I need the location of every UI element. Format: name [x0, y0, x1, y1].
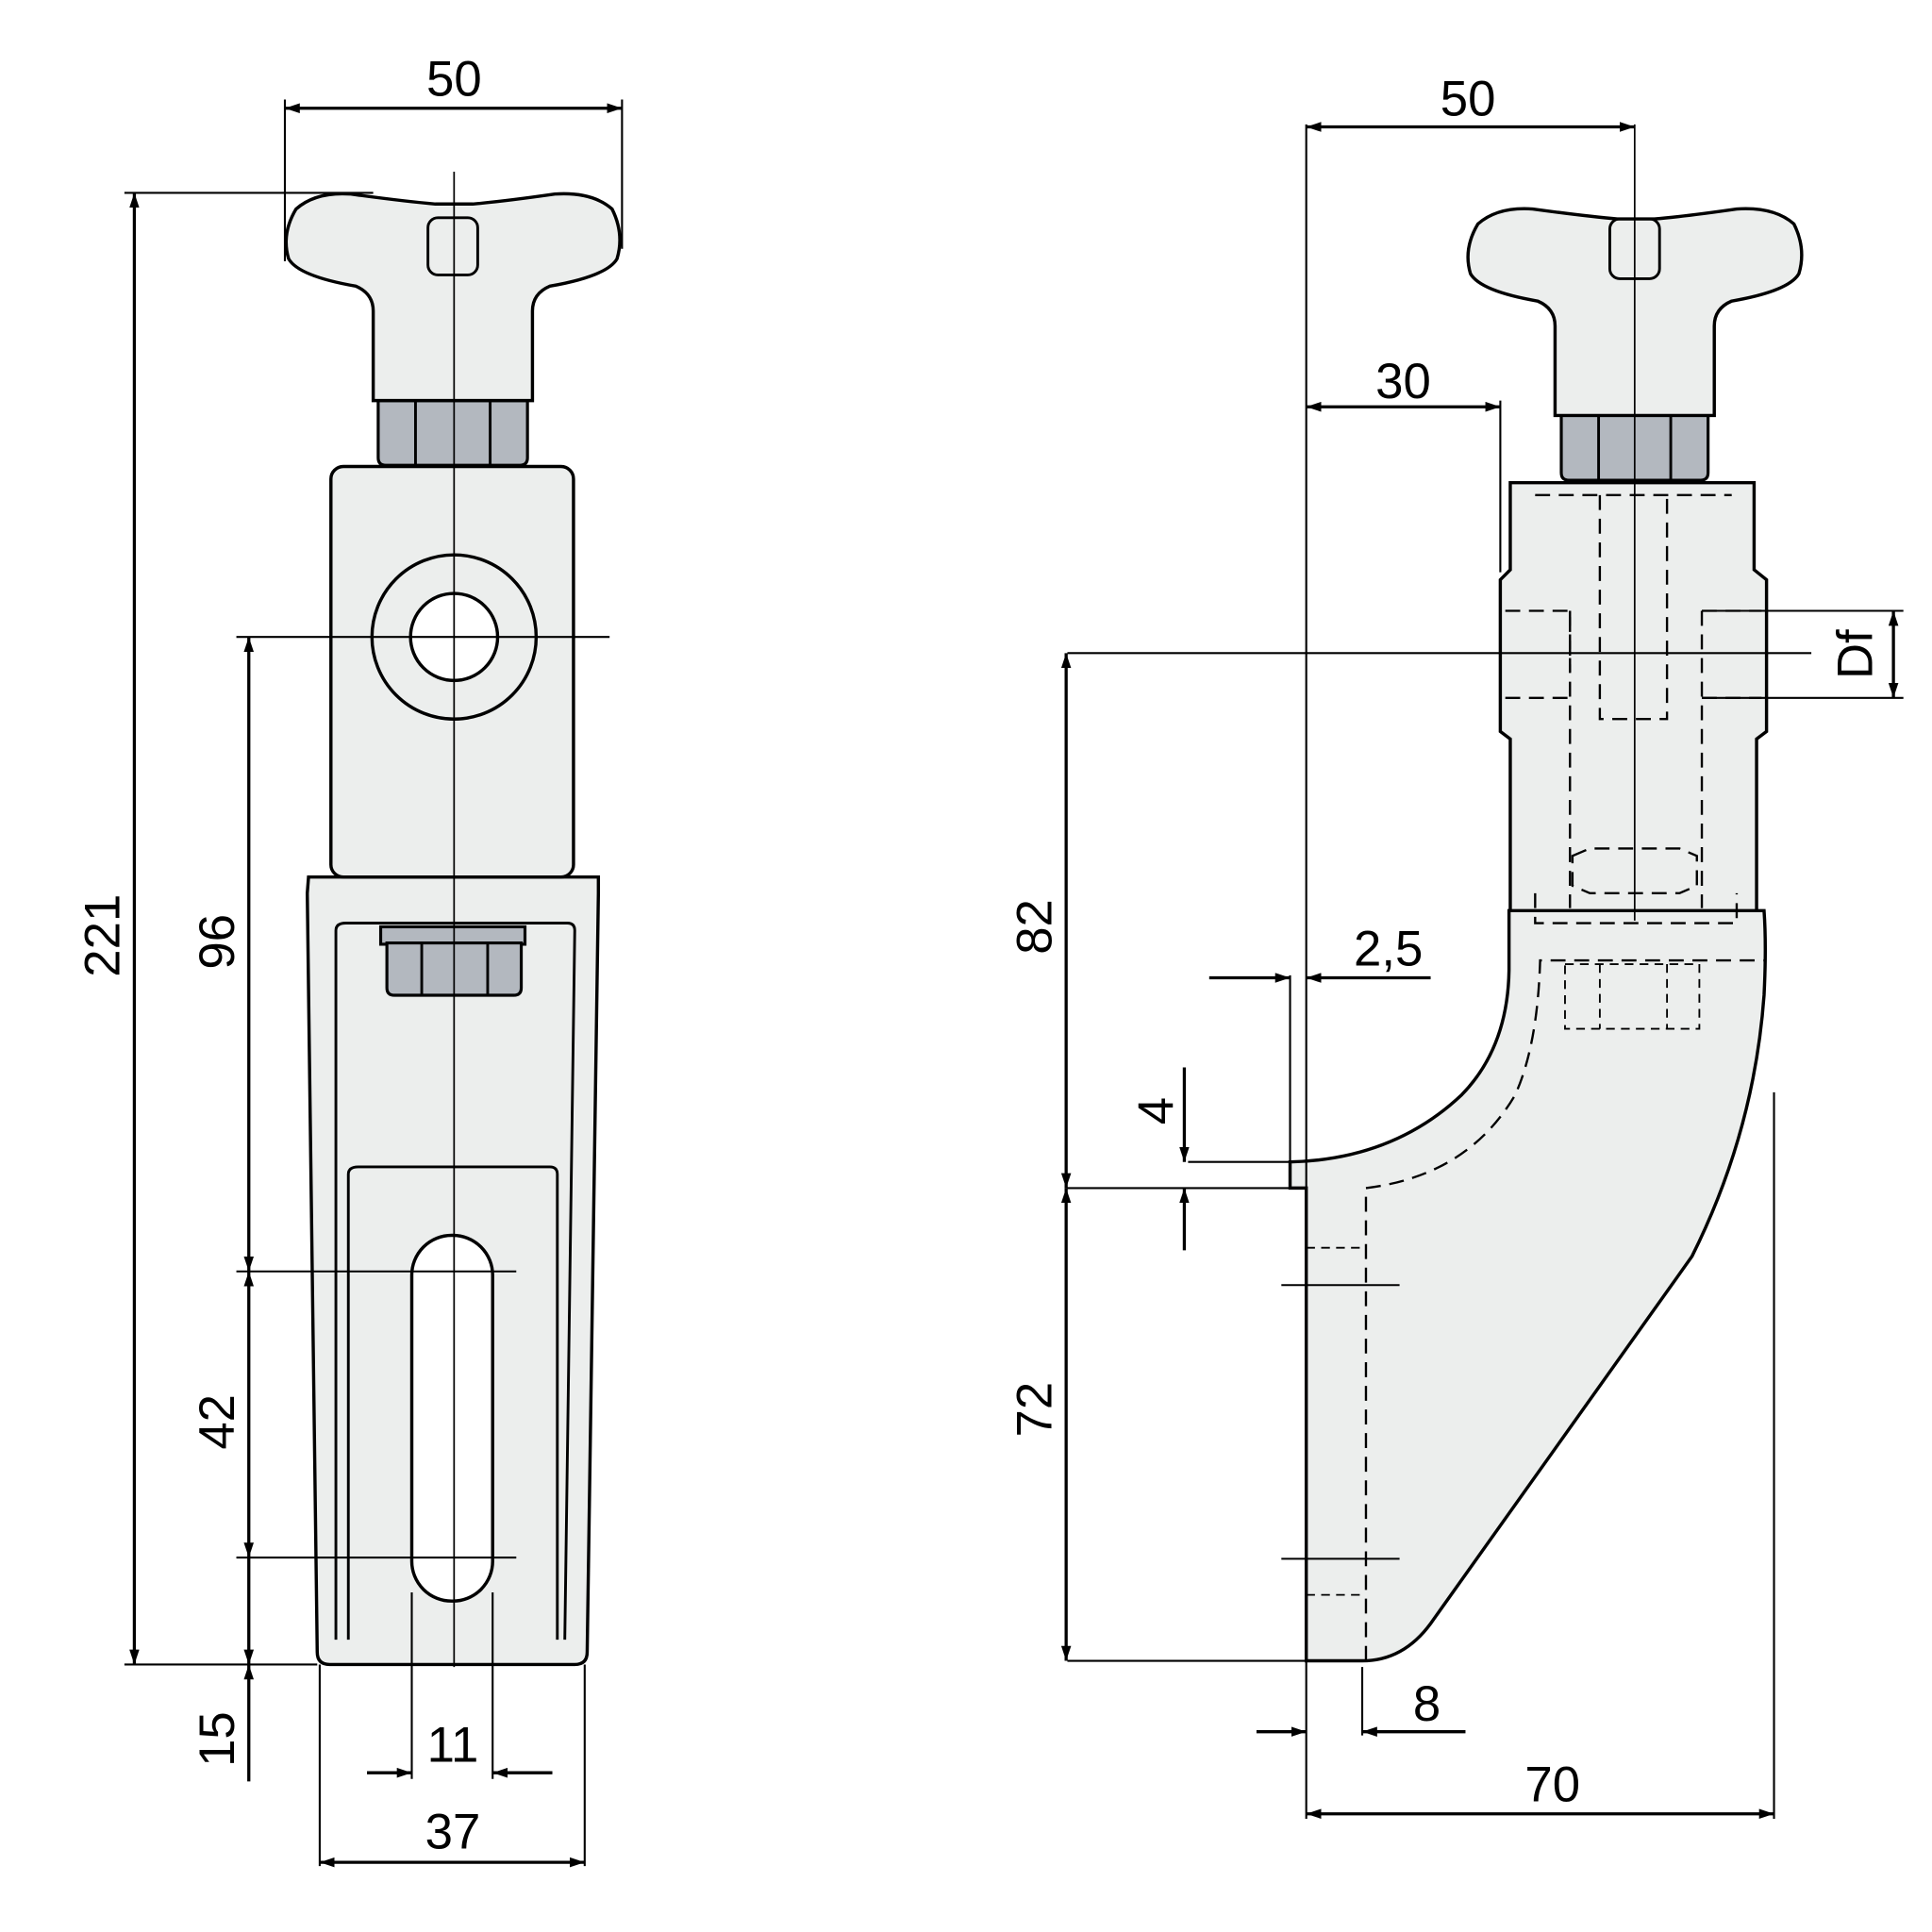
side-lower-body [1288, 908, 1768, 1663]
side-dim-upper-height: 82 [1007, 899, 1062, 955]
front-slot [409, 1233, 494, 1603]
side-dim-offset: 30 [1375, 354, 1431, 409]
side-dim-step: 4 [1129, 1097, 1185, 1124]
front-dim-slot-width: 11 [427, 1717, 479, 1773]
side-dim-lower-height: 72 [1007, 1382, 1062, 1438]
front-dim-base-width: 37 [425, 1805, 481, 1860]
side-dim-depth: 70 [1524, 1757, 1580, 1813]
side-upper-body [1498, 480, 1769, 913]
side-view: 50 30 Df 82 2,5 4 72 8 70 [1007, 72, 1904, 1819]
front-lower-inner-channel [334, 922, 576, 1641]
front-dim-top-width: 50 [426, 52, 482, 108]
front-view: 50 221 96 42 15 11 37 [75, 52, 624, 1868]
front-dim-hole-to-slot: 96 [190, 914, 245, 970]
side-dim-top-width: 50 [1441, 72, 1496, 127]
front-knob-center-cap [426, 216, 479, 276]
front-dim-slot-length: 42 [190, 1394, 245, 1450]
front-t-handle [284, 192, 622, 403]
front-dim-total-height: 221 [75, 894, 131, 977]
side-lower-hidden-contour [1364, 958, 1764, 1661]
side-dim-lip: 2,5 [1354, 921, 1423, 976]
front-dim-bottom-offset: 15 [190, 1711, 245, 1767]
front-upper-nut [376, 399, 529, 467]
side-dim-toe: 8 [1413, 1676, 1441, 1732]
side-dim-df: Df [1828, 629, 1884, 679]
